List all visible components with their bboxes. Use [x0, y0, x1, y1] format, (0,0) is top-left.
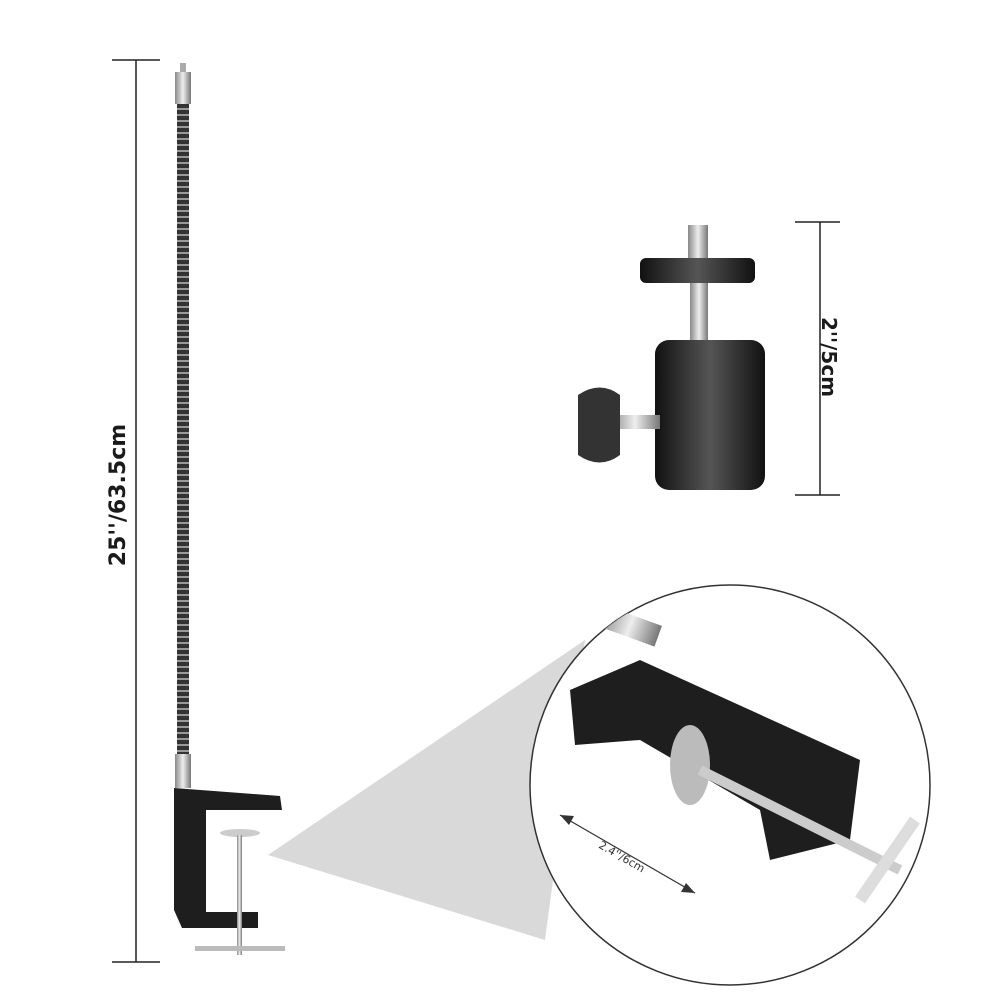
desk-clamp	[174, 788, 285, 955]
zoom-projection	[268, 640, 585, 940]
ball-head-height-label: 2''/5cm	[817, 317, 841, 397]
ball-head-height-dimension: 2''/5cm	[795, 221, 841, 496]
gooseneck-arm	[175, 63, 191, 788]
clamp-magnified-view: 2.4''/6cm	[529, 584, 931, 986]
arm-length-label: 25''/63.5cm	[106, 424, 131, 566]
arm-length-dimension: 25''/63.5cm	[106, 59, 160, 963]
ball-head-mount	[578, 225, 765, 490]
